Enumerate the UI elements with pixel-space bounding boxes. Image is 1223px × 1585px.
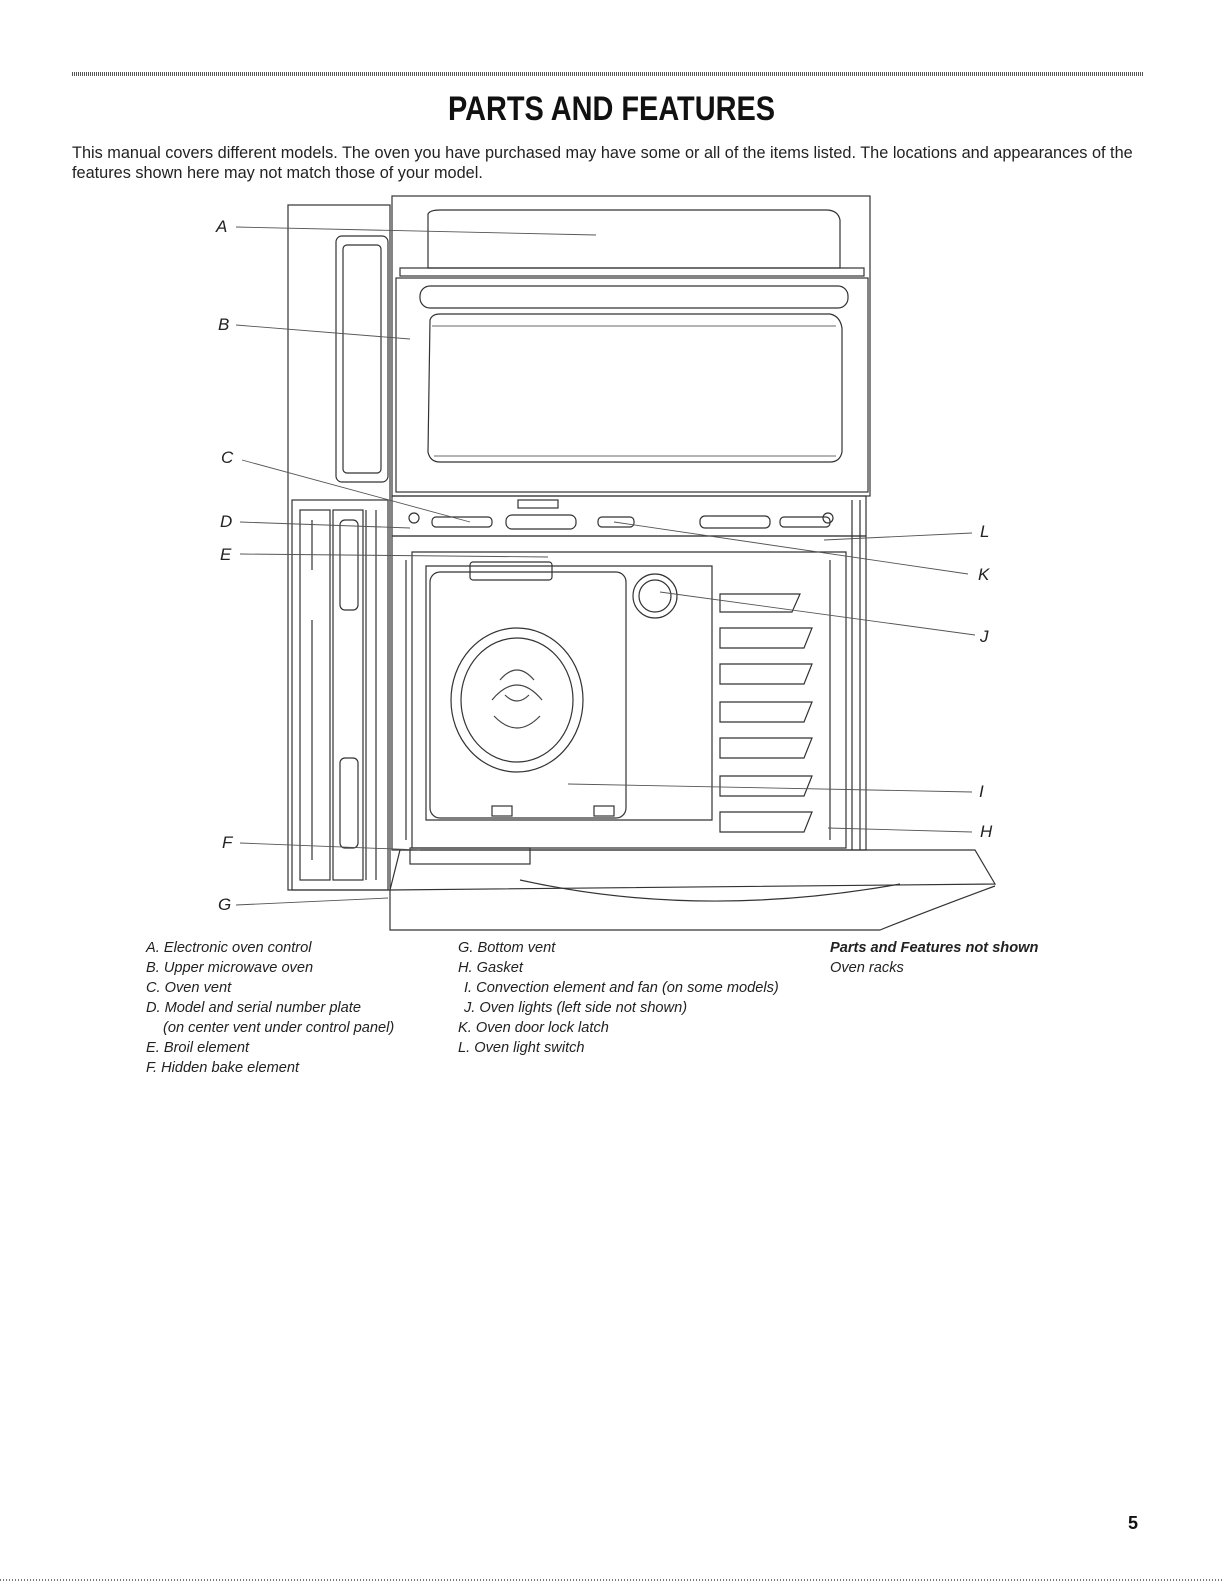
callout-g: G xyxy=(218,895,231,914)
callout-h: H xyxy=(980,822,993,841)
microwave-oven xyxy=(391,195,871,497)
legend-column-1: A. Electronic oven control B. Upper micr… xyxy=(146,938,394,1078)
callout-i: I xyxy=(979,782,984,801)
legend-item-h: H. Gasket xyxy=(458,960,523,976)
legend-item-l: L. Oven light switch xyxy=(458,1040,585,1056)
not-shown-item: Oven racks xyxy=(830,960,904,976)
legend-item-d-note: (on center vent under control panel) xyxy=(163,1020,395,1036)
callout-k: K xyxy=(978,565,990,584)
callout-c: C xyxy=(221,448,234,467)
callout-d: D xyxy=(220,512,232,531)
cabinet-side xyxy=(287,204,391,891)
control-strip xyxy=(391,495,867,537)
legend-not-shown: Parts and Features not shown Oven racks xyxy=(830,938,1038,978)
legend-item-b: B. Upper microwave oven xyxy=(146,960,314,976)
legend-item-c: C. Oven vent xyxy=(146,980,232,996)
page-number: 5 xyxy=(1128,1513,1139,1533)
callout-e: E xyxy=(220,545,232,564)
oven-cavity xyxy=(391,500,867,851)
top-rule xyxy=(72,72,1143,76)
intro-paragraph: This manual covers different models. The… xyxy=(72,144,1133,182)
legend-item-e: E. Broil element xyxy=(146,1040,250,1056)
callout-b: B xyxy=(218,315,229,334)
oven-door xyxy=(389,847,997,931)
page-title: PARTS AND FEATURES xyxy=(447,90,776,128)
callout-l: L xyxy=(980,522,989,541)
legend-item-g: G. Bottom vent xyxy=(458,940,556,956)
not-shown-heading: Parts and Features not shown xyxy=(830,940,1039,956)
callout-f: F xyxy=(222,833,234,852)
legend-item-d: D. Model and serial number plate xyxy=(146,1000,361,1016)
legend-column-2: G. Bottom vent H. Gasket I. Convection e… xyxy=(458,938,779,1058)
legend-item-f: F. Hidden bake element xyxy=(146,1060,300,1076)
legend-item-j: J. Oven lights (left side not shown) xyxy=(464,1000,688,1016)
legend-item-i: I. Convection element and fan (on some m… xyxy=(464,980,779,996)
legend-item-k: K. Oven door lock latch xyxy=(458,1020,609,1036)
callout-a: A xyxy=(215,217,227,236)
callout-j: J xyxy=(979,627,989,646)
legend-item-a: A. Electronic oven control xyxy=(146,940,312,956)
bottom-rule xyxy=(0,1579,1223,1581)
leader-lines xyxy=(235,226,976,906)
